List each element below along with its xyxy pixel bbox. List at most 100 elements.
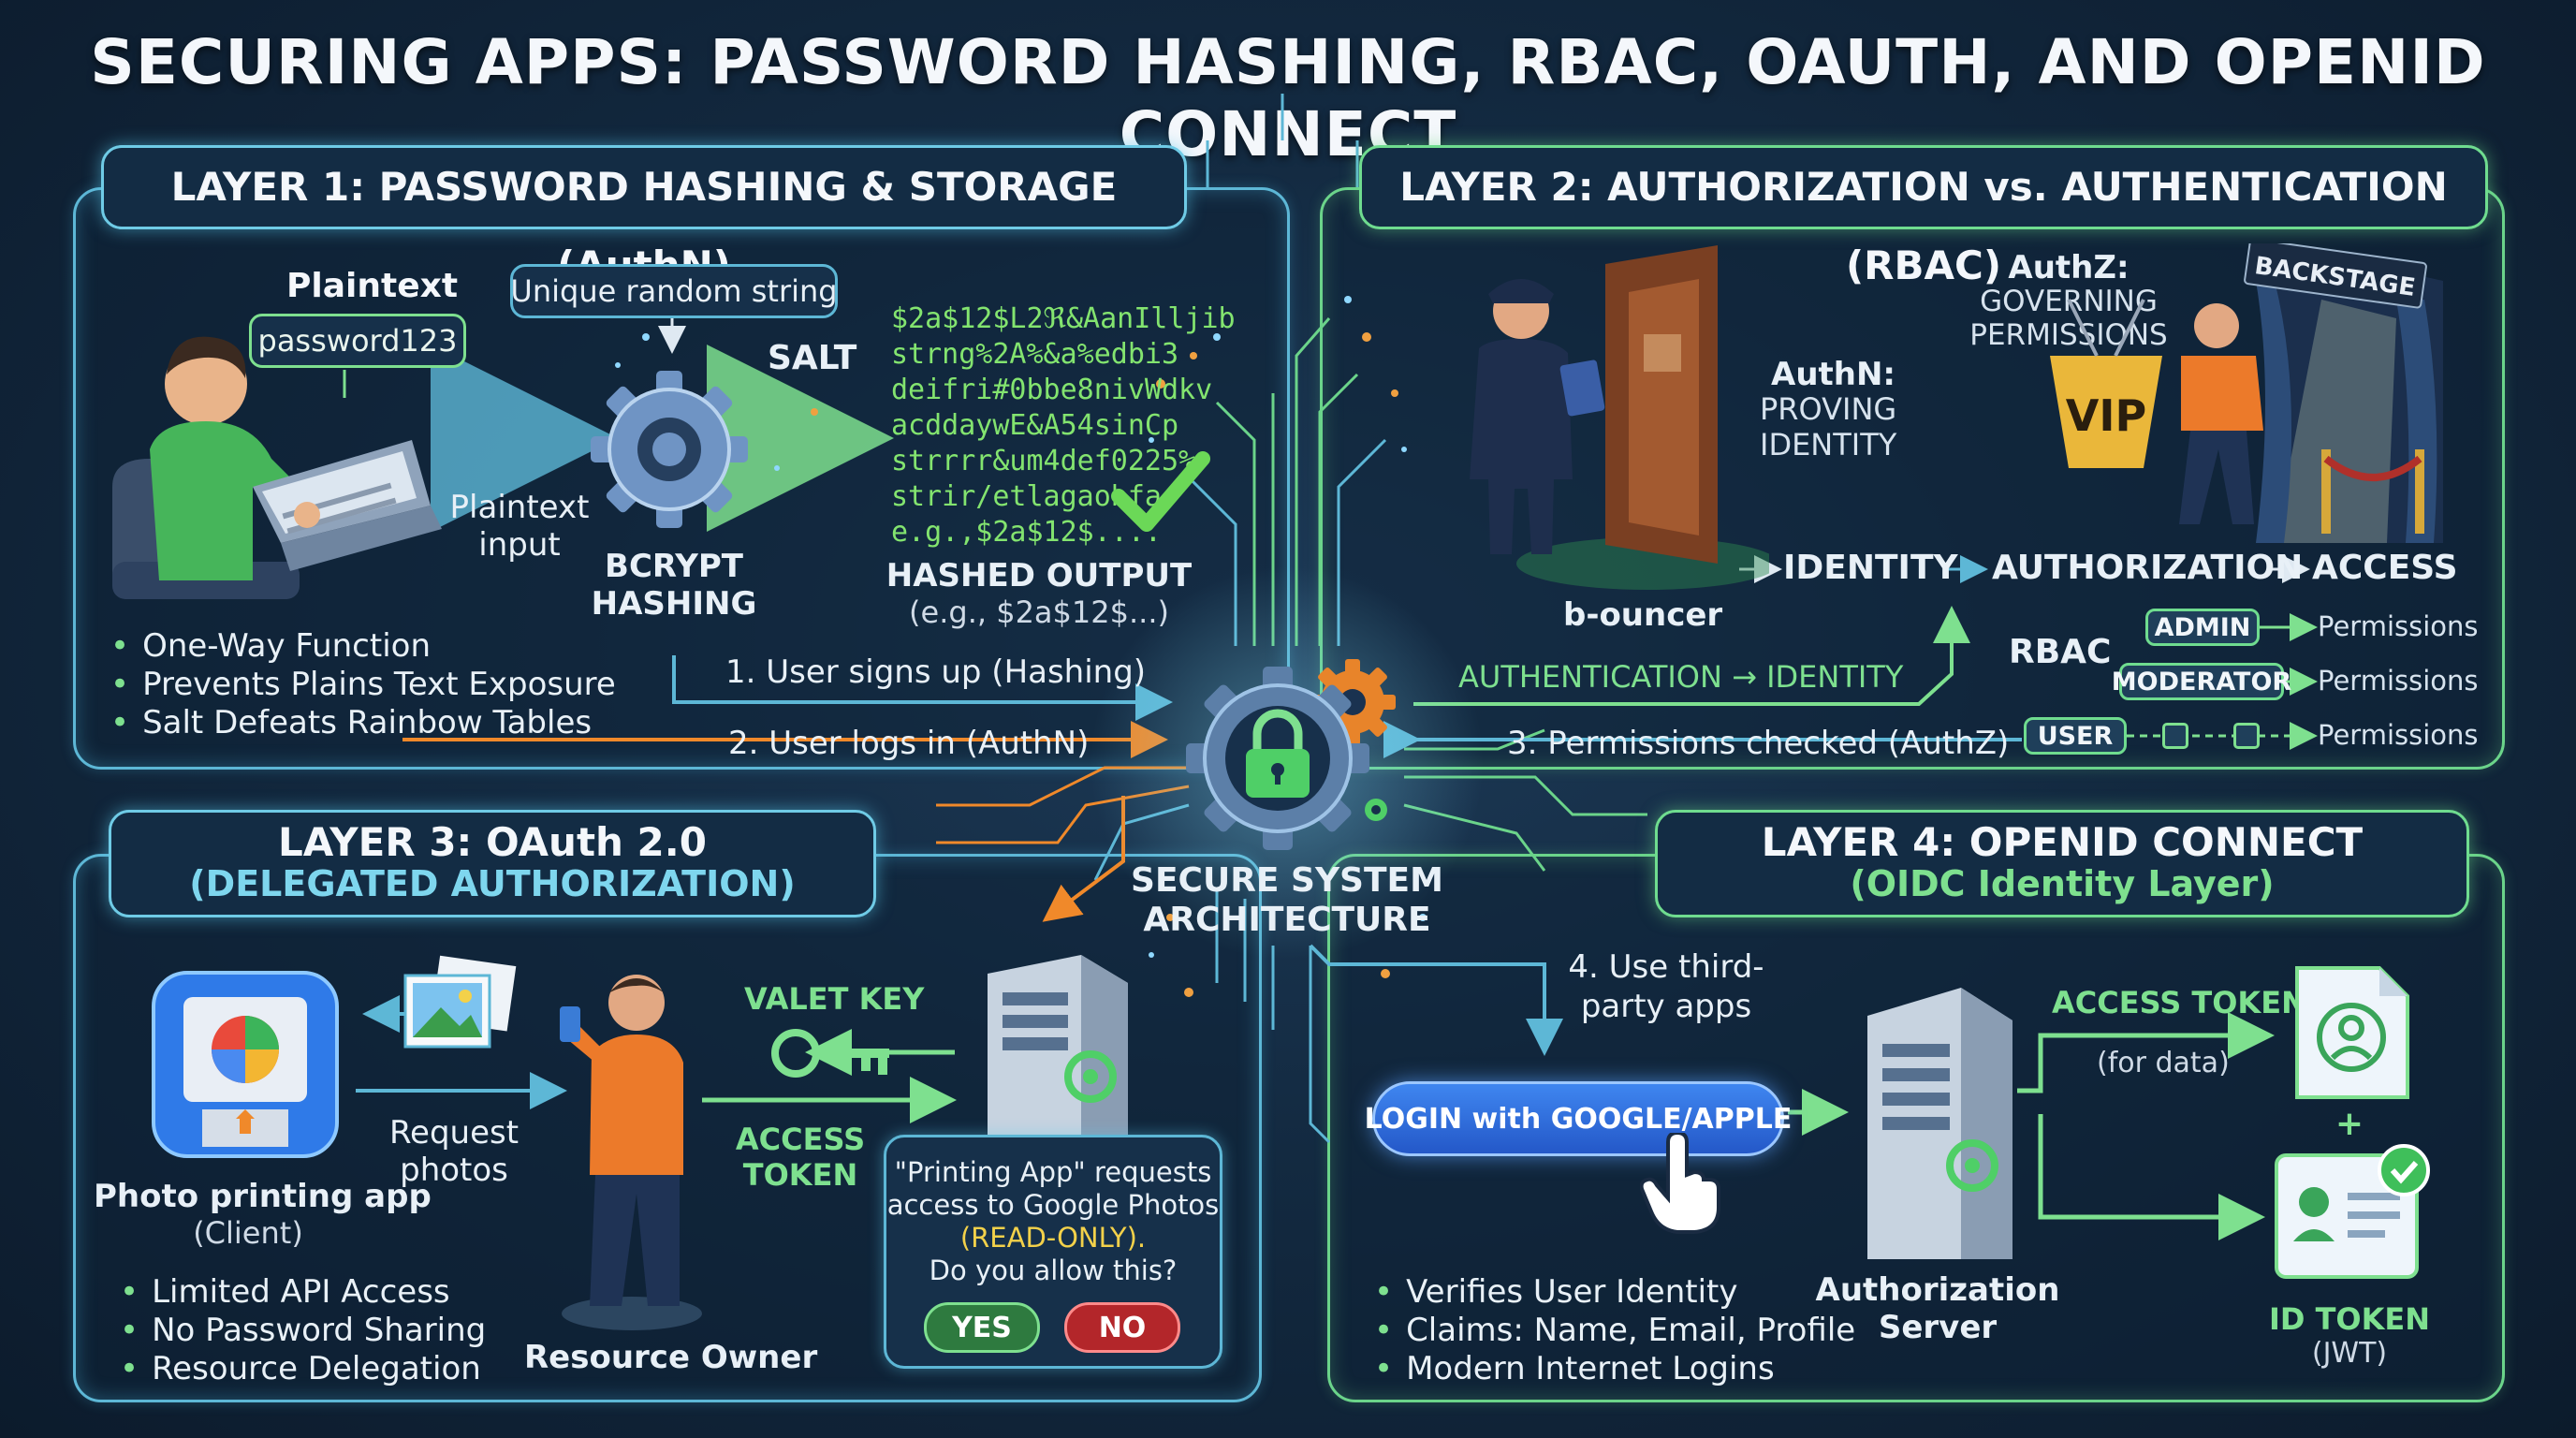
plaintext-input-label: Plaintext input [431,489,608,564]
bouncer-label: b-ouncer [1563,596,1723,634]
vip-sign: VIP [2066,390,2146,441]
hash-line-1: strng%2A%&a%edbi3 [891,338,1179,371]
flow-authorization: AUTHORIZATION [1992,549,2304,587]
consent-dialog: "Printing App" requests access to Google… [884,1135,1222,1369]
plaintext-input-line2: input [478,526,561,564]
authn-desc-line2: IDENTITY [1760,427,1897,462]
consent-line3: (READ-ONLY). [959,1222,1147,1254]
key-icon [768,1025,899,1081]
center-label: SECURE SYSTEM ARCHITECTURE [1128,861,1446,940]
authentication-identity-label: AUTHENTICATION → IDENTITY [1458,659,1904,695]
consent-line1: "Printing App" requests [894,1156,1212,1188]
chip-icon [2162,723,2188,749]
consent-line4: Do you allow this? [929,1255,1178,1286]
backstage-vip-illustration: BACKSTAGE VIP [2041,238,2443,543]
plaintext-label: Plaintext [286,267,459,305]
bcrypt-label: BCRYPT HASHING [562,548,786,623]
hash-output-block: $2a$12$L2ℜ&AanIlljib strng%2A%&a%edbi3 d… [891,301,1236,550]
flow-step2: 2. User logs in (AuthN) [728,725,1090,762]
authz-desc-line2: PERMISSIONS [1969,318,2168,352]
layer3-title-line2: (DELEGATED AUTHORIZATION) [189,863,796,904]
authn-label: AuthN: [1771,356,1896,393]
resource-owner-label: Resource Owner [524,1339,818,1376]
authn-description: PROVING IDENTITY [1760,391,1896,462]
request-photos-label: Request photos [374,1114,534,1189]
authz-label: AuthZ: [2008,249,2130,286]
consent-line2: access to Google Photos [886,1189,1220,1221]
flow-step3: 3. Permissions checked (AuthZ) [1507,725,2010,762]
layer4-title: LAYER 4: OPENID CONNECT (OIDC Identity L… [1655,810,2469,917]
server-line1: Authorization [1815,1271,2060,1309]
layer4-title-line2: (OIDC Identity Layer) [1850,863,2275,904]
bcrypt-line2: HASHING [591,585,757,623]
valet-key-label: VALET KEY [744,981,925,1017]
bcrypt-line1: BCRYPT [605,548,743,585]
app-label: Photo printing app [94,1178,432,1215]
yes-button[interactable]: YES [924,1302,1040,1353]
checkmark-icon [1109,445,1212,538]
center-label-line2: ARCHITECTURE [1143,901,1431,939]
plaintext-value: password123 [249,314,466,368]
layer4-title-line1: LAYER 4: OPENID CONNECT [1761,819,2364,865]
hashed-output-example: (e.g., $2a$12$...) [909,594,1169,630]
hash-line-2: deifri#0bbe8nivWdkv [891,374,1213,406]
layer4-bullets: Verifies User Identity Claims: Name, Ema… [1374,1273,1855,1388]
access-token-label: ACCESS TOKEN [721,1122,880,1193]
central-gear-lock-icon [1175,651,1399,875]
flow-access: ACCESS [2312,549,2458,587]
layer1-bullet: One-Way Function [110,627,616,666]
layer3-bullets: Limited API Access No Password Sharing R… [120,1273,486,1388]
bcrypt-gear-icon [585,365,754,534]
request-line1: Request [388,1114,520,1152]
flow-identity: IDENTITY [1783,549,1958,587]
id-token-note: (JWT) [2311,1337,2388,1370]
app-role: (Client) [193,1215,303,1251]
resource-owner-illustration [543,969,721,1334]
layer3-bullet: Limited API Access [120,1273,486,1312]
role-admin: ADMIN [2145,609,2260,646]
login-google-apple-button[interactable]: LOGIN with GOOGLE/APPLE [1365,1081,1792,1156]
center-label-line1: SECURE SYSTEM [1131,861,1443,900]
server-icon [969,946,1137,1147]
layer4-bullet: Verifies User Identity [1374,1273,1855,1312]
flow-step4-line2: party apps [1580,988,1752,1025]
bouncer-door-illustration [1460,245,1778,592]
main-title: SECURING APPS: PASSWORD HASHING, RBAC, O… [90,26,2486,170]
flow-step4-line1: 4. Use third- [1568,948,1764,986]
flow-step1: 1. User signs up (Hashing) [725,653,1147,691]
salt-label: SALT [768,339,857,377]
rbac-label: RBAC [2009,633,2112,671]
layer3-bullet: No Password Sharing [120,1312,486,1350]
permissions-label: Permissions [2318,719,2479,751]
layer4-bullet: Claims: Name, Email, Profile [1374,1312,1855,1350]
access-token-note: (for data) [2097,1047,2230,1079]
user-laptop-illustration [94,300,449,609]
hash-line-4: strrrr&um4def0225% [891,445,1196,477]
access-token-label: ACCESS TOKEN [2052,985,2306,1020]
access-token-line1: ACCESS [735,1122,866,1157]
layer1-title: LAYER 1: PASSWORD HASHING & STORAGE (Aut… [101,145,1187,288]
hash-line-6: e.g.,$2a$12$.... [891,516,1162,549]
layer3-title-line1: LAYER 3: OAuth 2.0 [278,819,707,865]
id-token-label: ID TOKEN [2268,1301,2431,1337]
plaintext-input-line1: Plaintext [449,489,590,526]
access-token-document-icon [2291,962,2413,1103]
layer4-bullet: Modern Internet Logins [1374,1350,1855,1388]
id-token-card-icon [2273,1144,2432,1284]
photos-icon [398,955,520,1058]
flow-step4: 4. Use third- party apps [1535,947,1797,1026]
role-moderator: MODERATOR [2112,663,2291,700]
layer1-bullets: One-Way Function Prevents Plains Text Ex… [110,627,616,742]
authorization-server-label: Authorization Server [1807,1271,2069,1346]
permissions-label: Permissions [2318,665,2479,697]
access-token-line2: TOKEN [742,1157,858,1193]
server-line2: Server [1878,1309,1998,1346]
layer3-title: LAYER 3: OAuth 2.0 (DELEGATED AUTHORIZAT… [109,810,876,917]
plus-sign: + [2334,1105,2364,1143]
no-button[interactable]: NO [1064,1302,1180,1353]
authorization-server-icon [1858,978,2022,1259]
role-user: USER [2024,717,2127,755]
chip-icon [2233,723,2260,749]
photo-printing-app-icon [150,969,342,1166]
hash-line-0: $2a$12$L2ℜ&AanIlljib [891,302,1236,335]
